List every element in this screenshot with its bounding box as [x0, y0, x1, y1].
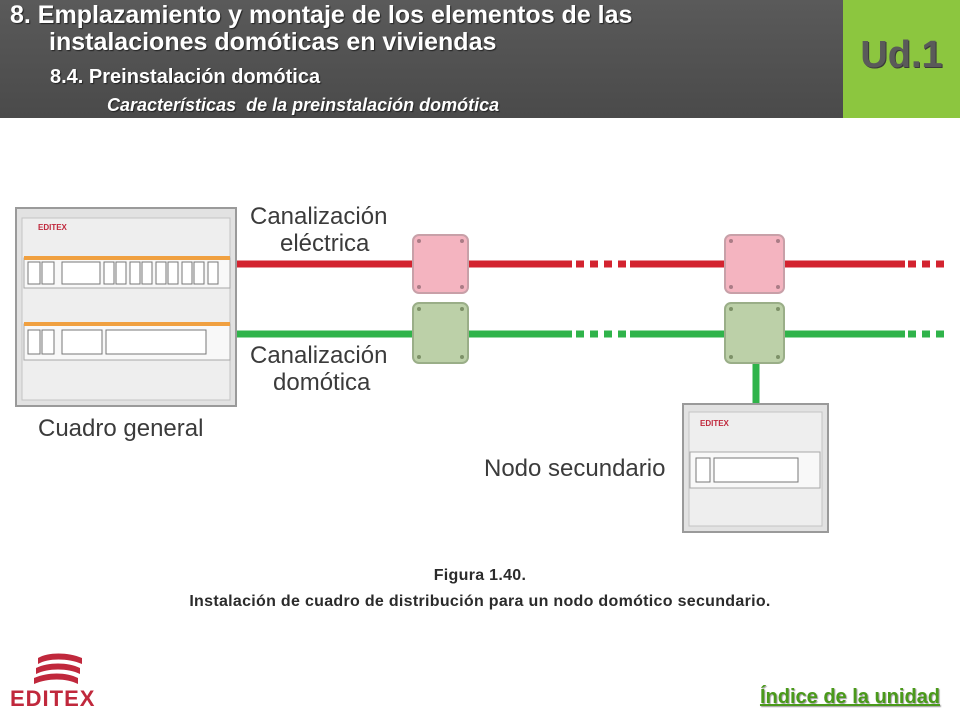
figure-number: Figura 1.40. — [433, 567, 527, 584]
label-electrica-2: eléctrica — [280, 230, 370, 257]
secondary-panel-brand: EDITEX — [700, 419, 730, 428]
main-panel-brand: EDITEX — [38, 223, 68, 232]
label-domotica-2: domótica — [273, 369, 371, 396]
unit-badge: Ud.1 — [843, 0, 960, 118]
junction-box-green-2 — [724, 302, 785, 364]
junction-box-red-1 — [412, 234, 469, 294]
slide-title: 8. Emplazamiento y montaje de los elemen… — [10, 2, 840, 56]
label-electrica-1: Canalización — [250, 203, 387, 230]
editex-logo-text: EDITEX — [10, 686, 96, 711]
slide-section: Características de la preinstalación dom… — [107, 95, 500, 115]
unit-badge-label: Ud.1 — [860, 33, 943, 76]
slide-header: 8. Emplazamiento y montaje de los elemen… — [0, 0, 843, 118]
junction-box-red-2 — [724, 234, 785, 294]
unit-index-link[interactable]: Índice de la unidad — [759, 686, 940, 708]
title-line-2: instalaciones domóticas en viviendas — [49, 28, 497, 56]
figure-caption: Instalación de cuadro de distribución pa… — [189, 593, 771, 610]
editex-logo-icon — [34, 653, 82, 684]
label-nodo-secundario: Nodo secundario — [484, 455, 665, 482]
title-line-1: 8. Emplazamiento y montaje de los elemen… — [10, 1, 633, 29]
junction-box-green-1 — [412, 302, 469, 364]
slide-subtitle: 8.4. Preinstalación domótica — [50, 66, 321, 88]
label-domotica-1: Canalización — [250, 342, 387, 369]
secondary-node-panel: EDITEX — [682, 403, 829, 533]
main-distribution-panel: EDITEX — [15, 207, 237, 407]
label-cuadro-general: Cuadro general — [38, 415, 203, 442]
installation-diagram: EDITEX EDITEX Canalización — [15, 203, 950, 533]
